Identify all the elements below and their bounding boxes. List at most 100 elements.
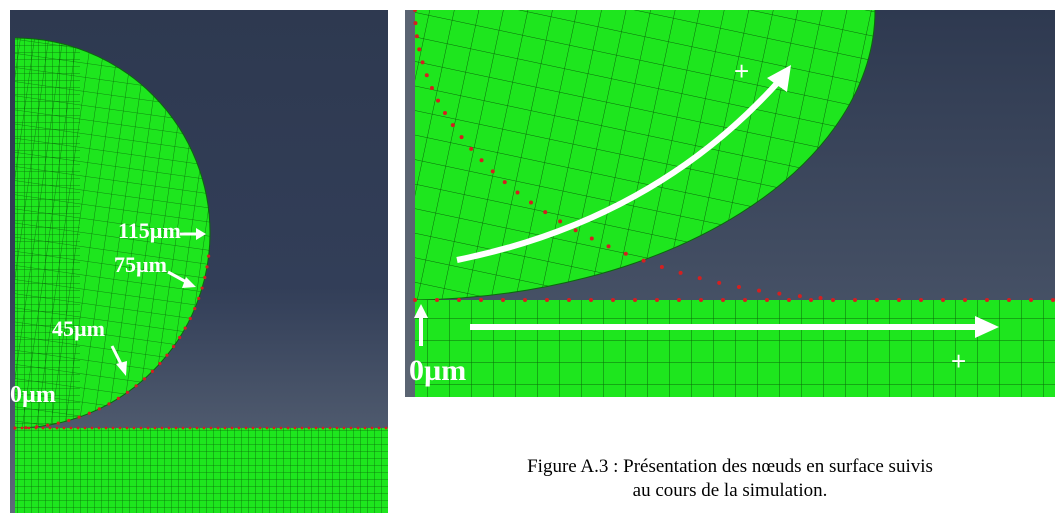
surface-node <box>104 426 108 430</box>
substrate-mesh <box>15 428 388 513</box>
surface-node <box>384 426 388 430</box>
surface-node <box>363 426 367 430</box>
substrate-mesh-zoom <box>415 300 1055 397</box>
surface-node <box>97 426 101 430</box>
surface-node <box>244 426 248 430</box>
surface-node <box>457 298 461 302</box>
label-0um: 0µm <box>10 382 56 408</box>
surface-node <box>429 85 434 90</box>
surface-node <box>142 377 147 381</box>
surface-node <box>442 110 447 115</box>
surface-node <box>469 146 474 151</box>
surface-node <box>67 418 71 423</box>
surface-node <box>62 426 66 430</box>
surface-node <box>757 288 762 293</box>
surface-node <box>589 236 594 241</box>
surface-node <box>743 298 747 302</box>
surface-node <box>116 396 120 400</box>
surface-node <box>1007 298 1011 302</box>
plus-mark-particle: + <box>734 56 749 86</box>
surface-node <box>178 335 182 340</box>
surface-node <box>139 426 143 430</box>
surface-node <box>153 426 157 430</box>
label-75um: 75µm <box>114 252 167 277</box>
surface-node <box>20 426 24 430</box>
surface-node <box>205 265 209 269</box>
surface-node <box>125 426 129 430</box>
surface-node <box>370 426 374 430</box>
surface-node <box>963 298 967 302</box>
left-mesh-view: 115µm 75µm 45µm 0µm <box>10 10 388 513</box>
surface-node <box>279 426 283 430</box>
surface-node <box>697 276 702 281</box>
surface-node <box>853 298 857 302</box>
surface-node <box>134 384 138 388</box>
surface-node <box>230 426 234 430</box>
surface-node <box>193 306 197 311</box>
figure-caption: Figure A.3 : Présentation des nœuds en s… <box>420 455 1040 503</box>
surface-node <box>335 426 339 430</box>
arrow-45um <box>110 345 124 367</box>
arrow-head-75um <box>182 277 196 288</box>
plus-mark-substrate: + <box>951 346 966 376</box>
label-115um: 115µm <box>118 218 181 243</box>
surface-node <box>717 280 722 285</box>
surface-node <box>1051 298 1055 302</box>
surface-node <box>501 298 505 302</box>
surface-node <box>197 296 201 301</box>
surface-node <box>188 316 192 321</box>
surface-node <box>1029 298 1033 302</box>
surface-node <box>203 275 207 280</box>
caption-line-2: au cours de la simulation. <box>632 480 828 501</box>
surface-node <box>413 298 417 302</box>
surface-node <box>573 228 578 233</box>
surface-node <box>413 21 418 26</box>
surface-node <box>641 258 646 263</box>
curved-arrow-head <box>767 65 791 92</box>
surface-node <box>174 426 178 430</box>
surface-node <box>160 426 164 430</box>
surface-node <box>420 60 425 65</box>
surface-node <box>677 298 681 302</box>
arrow-head-45um <box>116 361 127 376</box>
surface-node <box>377 426 381 430</box>
surface-node <box>286 426 290 430</box>
surface-node <box>181 426 185 430</box>
surface-node <box>633 298 637 302</box>
surface-node <box>328 426 332 430</box>
surface-node <box>165 353 169 357</box>
right-figure-panel: 0µm + + <box>405 10 1055 397</box>
surface-node <box>300 426 304 430</box>
surface-node <box>479 298 483 302</box>
surface-node <box>77 415 81 419</box>
surface-node <box>809 298 813 302</box>
surface-node <box>171 344 176 349</box>
surface-node <box>76 426 80 430</box>
surface-node <box>777 291 782 296</box>
surface-node <box>195 426 199 430</box>
curved-arrow-particle <box>456 78 783 263</box>
arrow-head-115um <box>196 228 206 240</box>
surface-node <box>818 295 823 300</box>
surface-node <box>146 426 150 430</box>
surface-node <box>736 285 741 290</box>
surface-node <box>529 200 534 205</box>
surface-node <box>118 426 122 430</box>
surface-node <box>459 135 464 140</box>
surface-node <box>107 402 111 406</box>
surface-node <box>13 426 17 430</box>
surface-node <box>545 298 549 302</box>
surface-node <box>125 390 130 394</box>
surface-node <box>414 34 419 39</box>
surface-node <box>87 411 91 415</box>
surface-node <box>655 298 659 302</box>
caption-line-1: Figure A.3 : Présentation des nœuds en s… <box>527 456 933 477</box>
surface-node <box>293 426 297 430</box>
surface-node <box>659 264 664 269</box>
surface-node <box>623 251 628 256</box>
surface-node <box>216 426 220 430</box>
surface-node <box>34 426 38 430</box>
surface-node <box>188 426 192 430</box>
surface-node <box>515 190 520 195</box>
surface-node <box>48 426 52 430</box>
